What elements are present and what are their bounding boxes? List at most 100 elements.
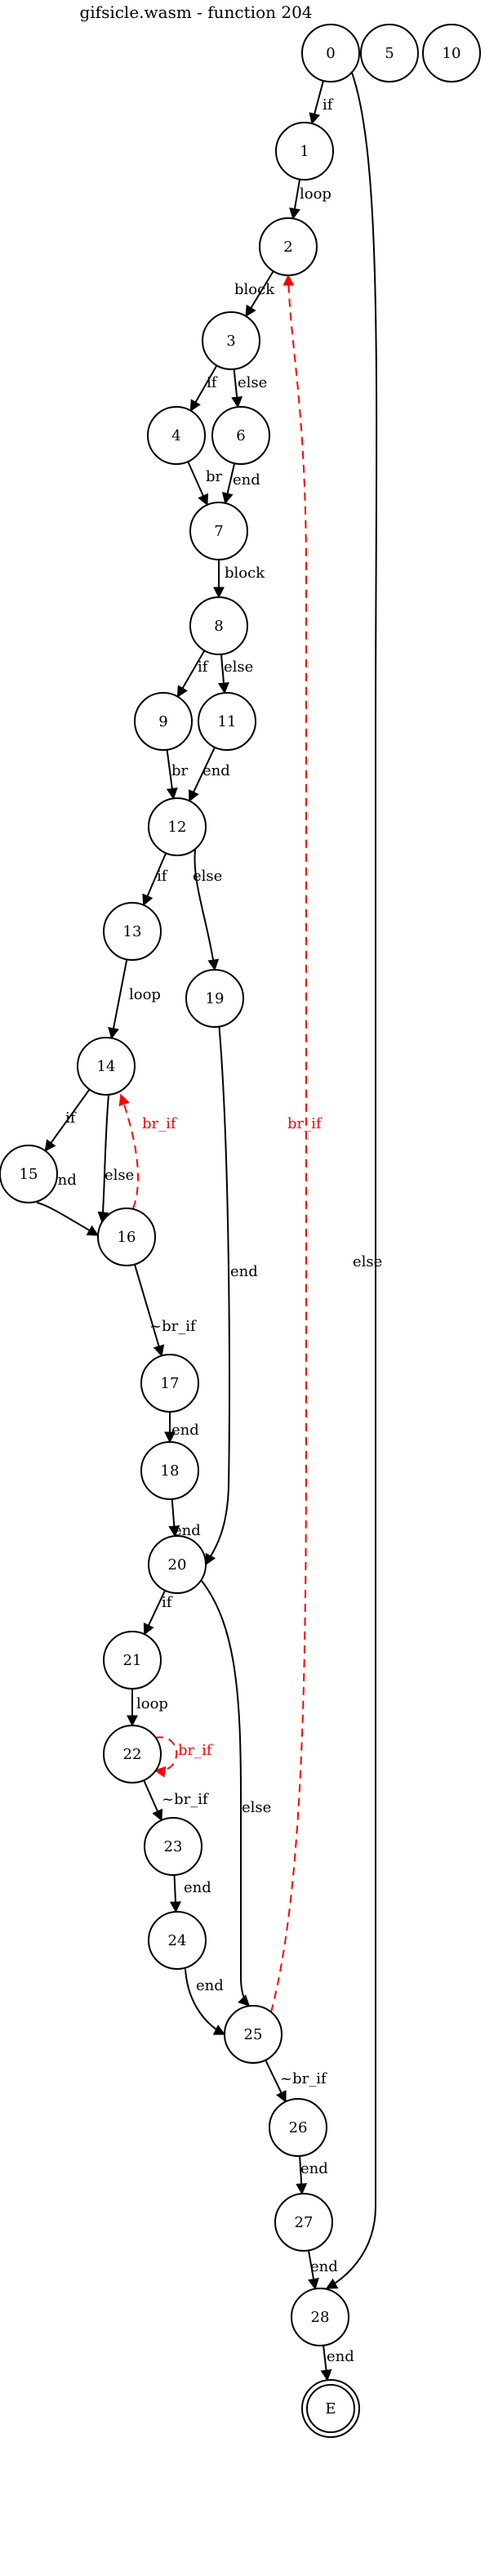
node-6: 6 (211, 406, 270, 465)
node-circle (77, 1037, 136, 1096)
edge-line (36, 1202, 100, 1236)
edge-line (143, 1779, 163, 1822)
node-13: 13 (103, 902, 162, 961)
exit-node-inner-ring (306, 2384, 355, 2433)
edge-label: loop (129, 986, 161, 1003)
edge-label: end (171, 1422, 199, 1439)
edge-8-to-9: if (176, 650, 209, 698)
edge-16-to-17: ~br_if (133, 1264, 197, 1357)
node-28: 28 (291, 2288, 349, 2346)
edge-line (231, 368, 243, 408)
edge-line (176, 650, 206, 698)
edge-28-to-E: end (320, 2345, 354, 2382)
edge-25-to-2: br_if (270, 274, 323, 2013)
edge-line (189, 364, 218, 412)
edge-24-to-25: end (185, 1968, 226, 2035)
node-circle (147, 406, 206, 465)
node-label: 21 (123, 1652, 142, 1669)
edge-0-to-28: else (325, 72, 382, 2289)
edge-label: ~br_if (280, 2070, 327, 2087)
edge-21-to-22: loop (127, 1689, 168, 1727)
edge-2-to-3: block (234, 270, 275, 318)
edge-23-to-24: end (169, 1874, 211, 1913)
node-9: 9 (134, 692, 193, 751)
edge-label: br (206, 468, 223, 485)
edge-20-to-21: if (143, 1590, 173, 1636)
edge-11-to-12: end (189, 747, 230, 802)
edge-9-to-12: br (166, 749, 189, 800)
node-26: 26 (269, 2098, 327, 2157)
node-label: 18 (161, 1462, 180, 1480)
edge-line (187, 461, 209, 507)
edge-line (201, 1580, 250, 2007)
edge-19-to-20: end (205, 1012, 258, 1566)
node-circle (274, 2193, 333, 2252)
edge-label: ~br_if (162, 1791, 209, 1808)
edge-label: if (162, 1594, 173, 1611)
edge-line (221, 462, 236, 505)
edge-line (185, 1968, 226, 2035)
edge-22-to-23: ~br_if (143, 1779, 209, 1822)
edge-4-to-7: br (187, 461, 223, 507)
node-circle (198, 692, 256, 751)
nodes-layer: 0123456789101112131415161718192021222324… (0, 24, 481, 2438)
edge-label: if (207, 374, 218, 391)
edge-label: end (230, 1263, 258, 1280)
node-label: 5 (385, 45, 394, 62)
node-27: 27 (274, 2193, 333, 2252)
edge-label: ~br_if (149, 1318, 197, 1335)
node-label: 23 (164, 1838, 183, 1855)
node-22: 22 (103, 1725, 162, 1784)
edge-line (166, 749, 178, 800)
node-3: 3 (202, 311, 260, 370)
node-circle (0, 1145, 58, 1203)
edge-label: end (184, 1879, 211, 1896)
edge-label: loop (136, 1695, 168, 1712)
edge-line (108, 959, 128, 1040)
edge-label: else (224, 659, 253, 676)
node-circle (148, 1911, 207, 1970)
edge-line (217, 654, 229, 694)
node-label: 28 (311, 2309, 330, 2326)
node-circle (301, 24, 360, 83)
node-14: 14 (77, 1037, 136, 1096)
node-circle (148, 797, 207, 856)
edge-3-to-4: if (189, 364, 218, 412)
node-label: 1 (300, 143, 309, 160)
node-7: 7 (189, 502, 248, 560)
node-label: E (325, 2400, 336, 2418)
edge-line (169, 1874, 181, 1913)
edge-line (168, 1498, 180, 1538)
node-circle (144, 1817, 202, 1876)
edge-label: end (196, 1977, 224, 1994)
node-21: 21 (103, 1631, 162, 1690)
edge-line (142, 852, 167, 907)
edge-label: block (225, 565, 265, 582)
node-circle (259, 217, 318, 276)
node-circle (211, 406, 270, 465)
node-E: E (301, 2379, 360, 2438)
node-label: 27 (295, 2214, 314, 2231)
edge-6-to-7: end (221, 462, 260, 505)
edge-label: loop (300, 185, 331, 203)
edge-line (309, 80, 324, 125)
node-11: 11 (198, 692, 256, 751)
edge-line (307, 2250, 319, 2290)
node-circle (422, 24, 481, 83)
node-circle (134, 692, 193, 751)
node-20: 20 (148, 1535, 207, 1594)
edge-label: end (233, 471, 260, 489)
edge-7-to-8: block (213, 560, 265, 599)
node-4: 4 (147, 406, 206, 465)
node-circle (140, 1441, 199, 1500)
graph-title: gifsicle.wasm - function 204 (79, 2, 312, 22)
edge-label: end (173, 1522, 201, 1539)
edge-line (270, 274, 307, 2013)
edge-14-to-16: else (97, 1094, 134, 1224)
edge-line (205, 1012, 230, 1566)
edge-8-to-11: else (217, 654, 253, 694)
edge-label: else (242, 1799, 271, 1816)
node-circle (185, 969, 244, 1028)
edge-26-to-27: end (296, 2155, 328, 2195)
node-16: 16 (97, 1208, 156, 1266)
